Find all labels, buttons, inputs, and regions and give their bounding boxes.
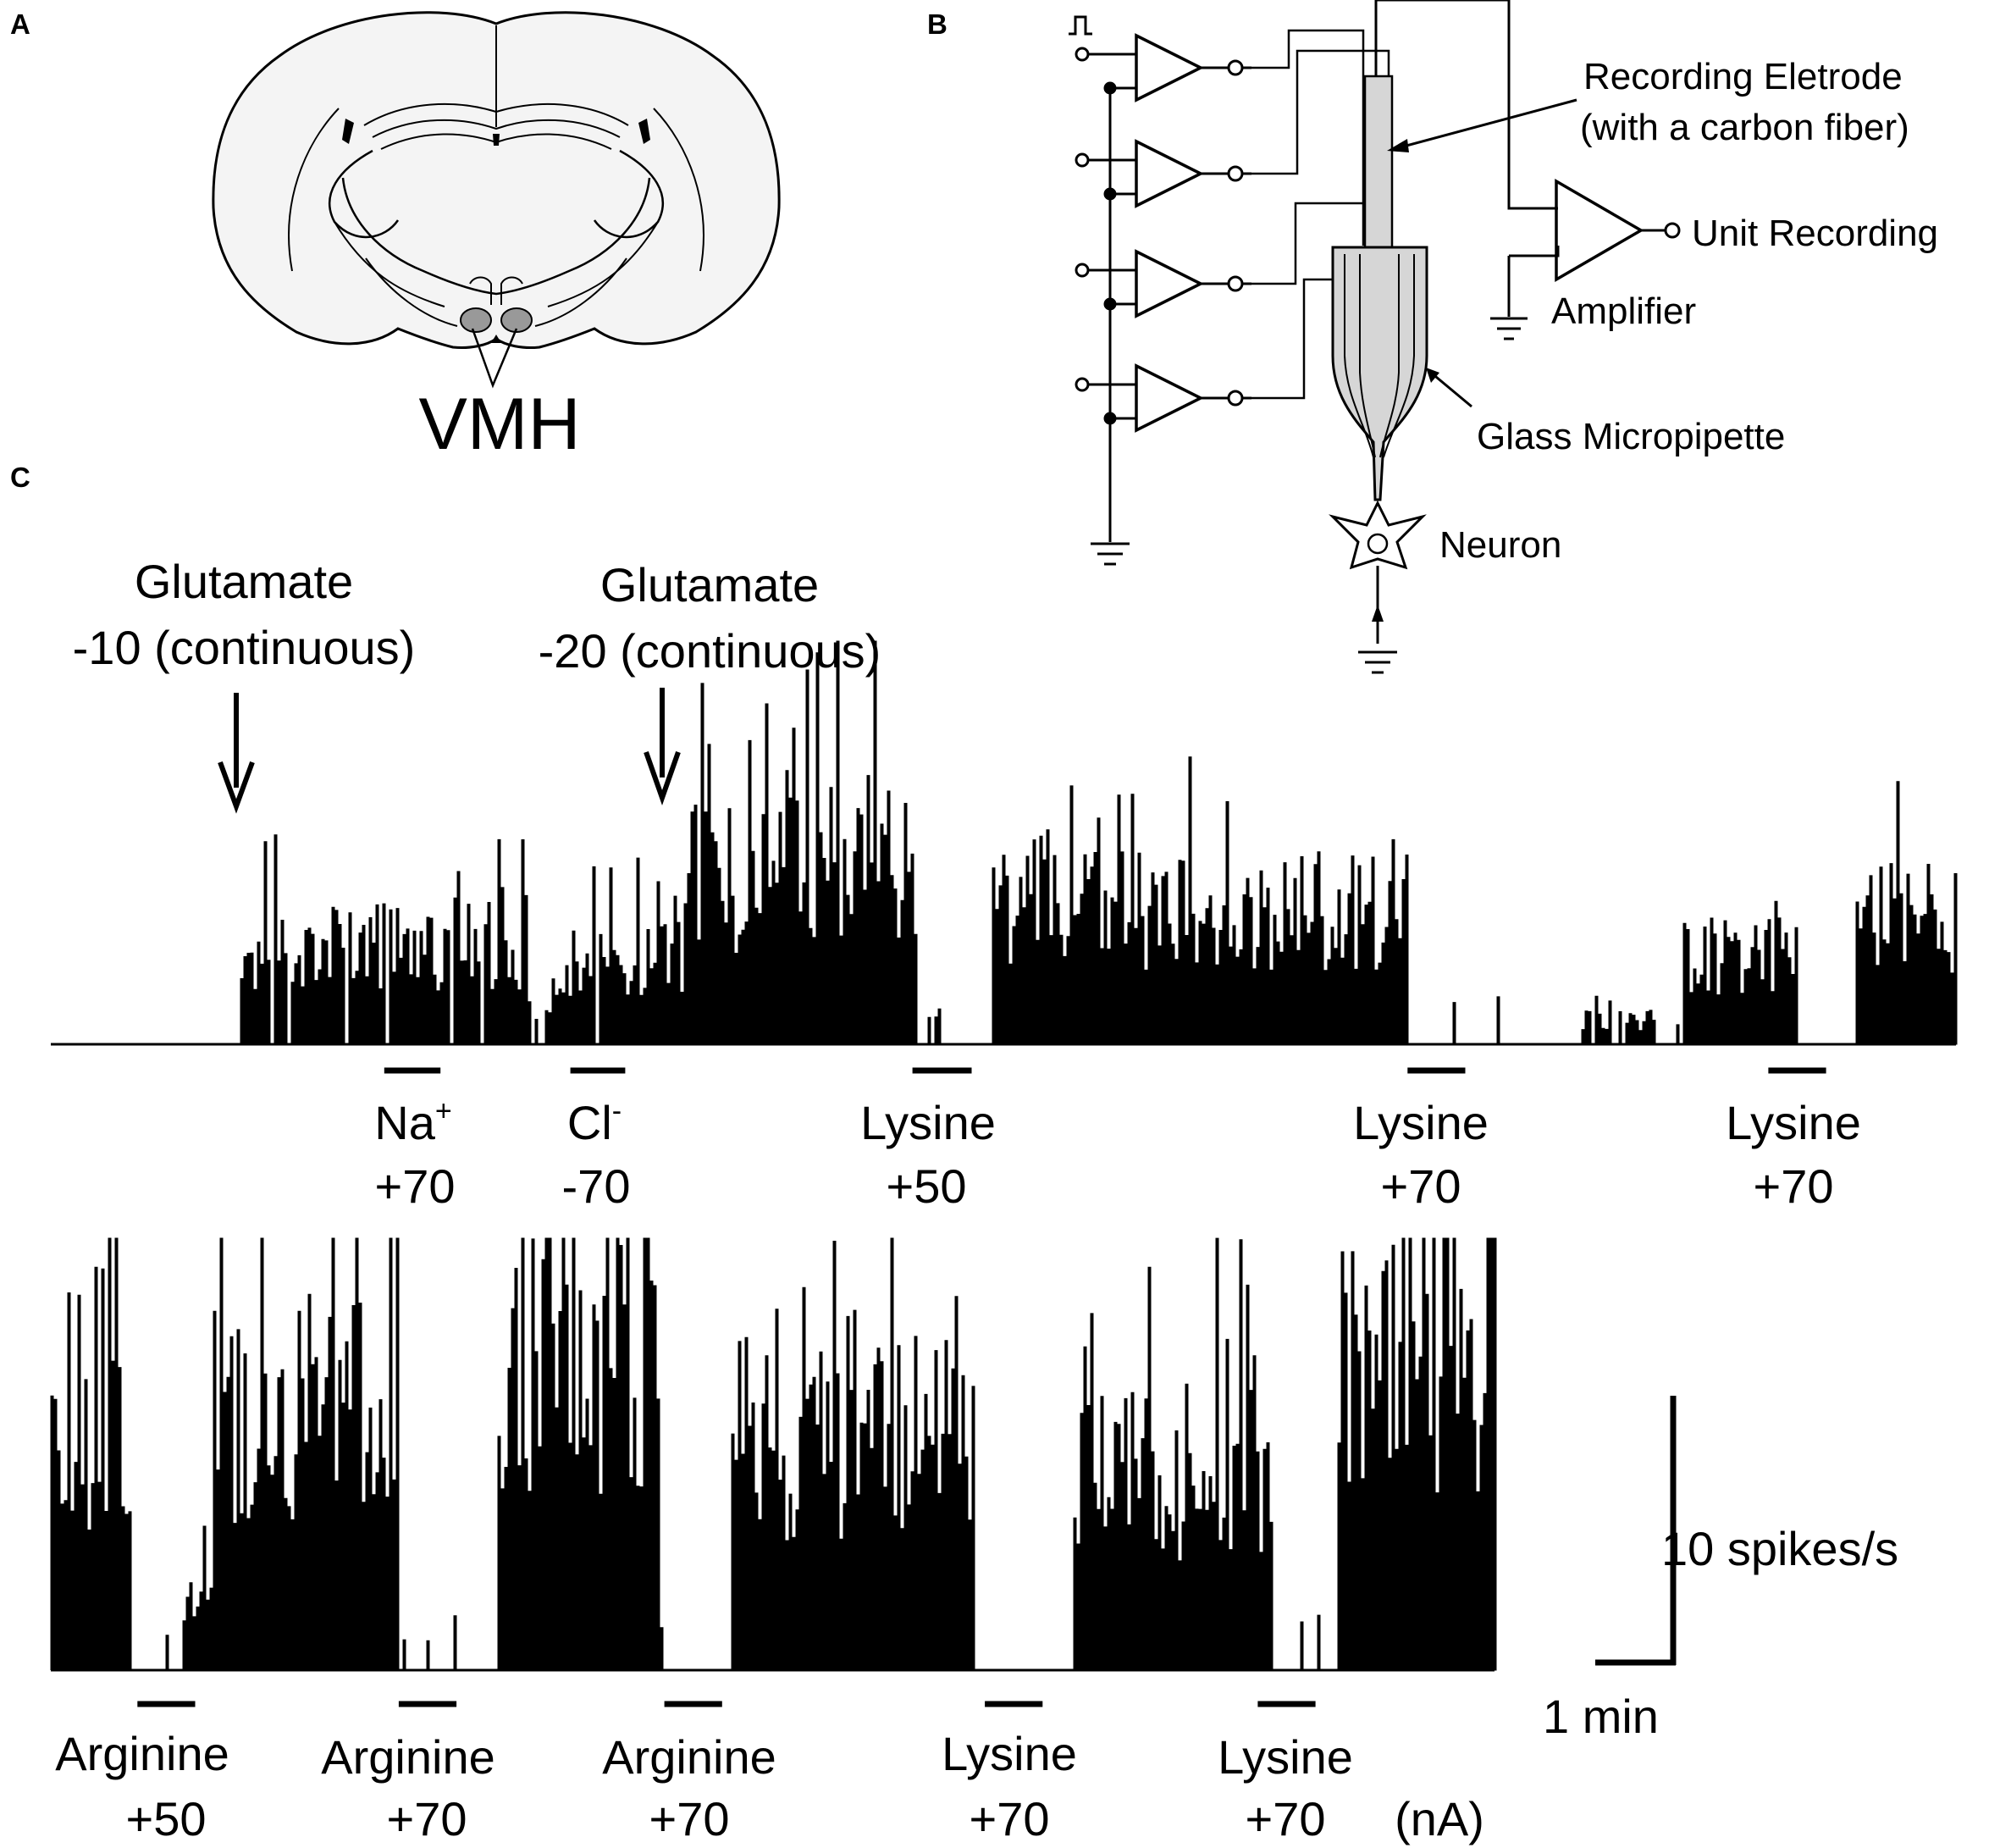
ground-symbol-amp <box>1490 317 1528 340</box>
stim-current-arginine-1: +50 <box>126 1792 207 1845</box>
neuron-axon-hillock <box>1372 605 1384 622</box>
stim-label-lysine-5: Lysine <box>1218 1730 1353 1784</box>
vmh-nucleus-right <box>500 307 533 333</box>
stim-current-arginine-3: +70 <box>649 1792 730 1845</box>
glutamate-2-name: Glutamate <box>600 558 819 611</box>
iontophoresis-channel <box>1075 139 1251 208</box>
recording-electrode-label-2: (with a carbon fiber) <box>1580 107 1909 148</box>
amplifier-label: Amplifier <box>1551 290 1696 332</box>
neuron-label: Neuron <box>1439 524 1561 566</box>
vmh-nucleus-left <box>460 307 492 333</box>
brain-section-illustration <box>212 11 781 389</box>
recording-electrode-pointer <box>1396 98 1577 150</box>
glutamate-arrow-1 <box>218 693 255 814</box>
neuron-nucleus <box>1367 533 1389 555</box>
stim-current-lysine-5: +70 <box>1246 1792 1326 1845</box>
pulse-symbol <box>1069 15 1092 36</box>
histogram-trace-top <box>51 640 1958 1046</box>
stim-label-arginine-1: Arginine <box>55 1727 229 1780</box>
iontophoresis-channel <box>1075 363 1251 433</box>
iontophoresis-channel <box>1075 249 1251 318</box>
spike-rate-histogram <box>51 640 1958 1045</box>
stim-current-lysine-4: +70 <box>970 1792 1050 1845</box>
glass-micropipette-label: Glass Micropipette <box>1477 416 1785 457</box>
stim-label-arginine-2: Arginine <box>321 1730 494 1784</box>
micropipette-arrowhead <box>1426 368 1439 383</box>
stim-current-lysine-1: +50 <box>887 1159 967 1213</box>
recording-electrode-label-1: Recording Eletrode <box>1583 56 1903 97</box>
stim-label-arginine-3: Arginine <box>602 1730 776 1784</box>
stim-label-lysine-2: Lysine <box>1353 1096 1489 1149</box>
optic-tract <box>365 257 627 327</box>
glutamate-1-current: -10 (continuous) <box>73 621 416 674</box>
stim-label-lysine-4: Lysine <box>942 1727 1077 1780</box>
third-ventricle <box>469 276 523 305</box>
panel-c-letter: C <box>10 462 30 493</box>
glutamate-arrow-2 <box>644 688 681 806</box>
stim-current-cl: -70 <box>562 1159 631 1213</box>
glass-micropipette-body <box>1331 246 1428 501</box>
vmh-pointer-lines <box>471 328 518 389</box>
stim-label-na: Na+ <box>374 1095 451 1149</box>
electrode-lead <box>1374 0 1560 317</box>
recording-electrode-arrowhead <box>1387 139 1409 152</box>
micropipette-pointer <box>1430 371 1472 408</box>
glutamate-1-name: Glutamate <box>135 555 353 608</box>
panel-b-letter: B <box>927 8 948 40</box>
stim-current-na: +70 <box>375 1159 456 1213</box>
internal-capsule <box>334 221 659 307</box>
unit-output-terminal <box>1664 222 1681 239</box>
stim-current-lysine-3: +70 <box>1754 1159 1834 1213</box>
scale-bar <box>1595 1396 1677 1666</box>
glutamate-2-current: -20 (continuous) <box>539 624 881 678</box>
unit-recording-label: Unit Recording <box>1692 213 1938 254</box>
iontophoresis-channel <box>1075 33 1251 102</box>
scale-bar-y-label: 10 spikes/s <box>1661 1522 1898 1575</box>
recording-circuit-diagram <box>1069 0 1681 674</box>
panel-a-letter: A <box>10 8 30 40</box>
stim-label-cl: Cl- <box>567 1095 622 1149</box>
stim-label-lysine-1: Lysine <box>860 1096 996 1149</box>
vmh-label: VMH <box>418 384 580 465</box>
thalamus-outline <box>341 177 651 296</box>
spike-rate-histogram <box>50 1237 1497 1671</box>
stim-label-lysine-3: Lysine <box>1726 1096 1861 1149</box>
scale-bar-x-label: 1 min <box>1543 1690 1659 1743</box>
current-unit-label: (nA) <box>1395 1792 1484 1845</box>
stim-current-arginine-2: +70 <box>387 1792 467 1845</box>
amplifier-bank <box>1075 33 1251 433</box>
cortex-inner-boundary <box>288 108 704 272</box>
electrode-barrel-wires <box>1251 29 1390 400</box>
pipette-inner-barrels <box>1344 254 1415 458</box>
unit-amplifier <box>1555 178 1644 283</box>
histogram-trace-bottom <box>50 1237 1497 1672</box>
ground-symbol-neuron <box>1358 627 1397 674</box>
ground-symbol-left <box>1091 542 1130 566</box>
stim-current-lysine-2: +70 <box>1381 1159 1461 1213</box>
